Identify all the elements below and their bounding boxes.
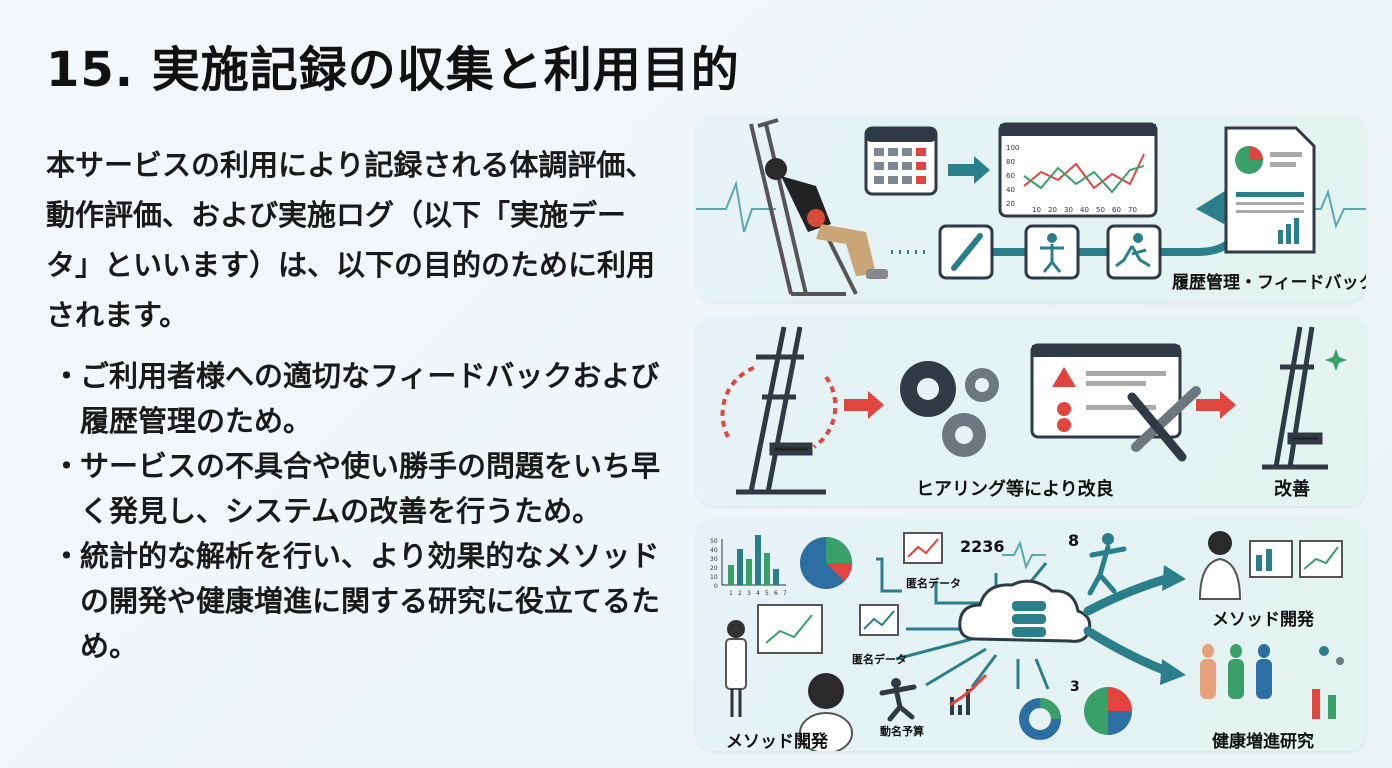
improvement-illustration: [720, 326, 1347, 495]
bullet-mark: ・: [52, 539, 82, 573]
motion-label: 動名予算: [880, 725, 924, 738]
bullet-mark: ・: [52, 449, 82, 483]
x-tick: 20: [1048, 206, 1057, 214]
anon-chart-icon: [859, 532, 943, 636]
growth-chart-icon: [949, 673, 988, 715]
heartbeat-line-icon: [696, 180, 776, 233]
x-tick: 3: [747, 590, 751, 597]
bar-y-ticks: 50 40 30 20 10 0: [710, 538, 718, 590]
x-tick: 50: [1096, 206, 1105, 214]
person-avatar-icon: [799, 673, 853, 751]
page-title: 15. 実施記録の収集と利用目的: [46, 42, 740, 98]
researcher-presenting-icon: [725, 604, 823, 717]
x-tick: 10: [1032, 206, 1041, 214]
database-cloud-icon: [958, 579, 1092, 643]
doctor-icon: [1198, 531, 1343, 600]
donut-chart-icon: [1019, 698, 1061, 740]
gears-icon: [900, 361, 999, 457]
x-tick: 6: [774, 590, 778, 597]
data-bottom-number: 3: [1070, 679, 1080, 695]
y-tick: 20: [710, 565, 718, 572]
improved-machine-icon: [1262, 326, 1328, 470]
pulse-line-icon: [1002, 540, 1046, 570]
bar-x-ticks: 1 2 3 4 5 6 7: [729, 590, 787, 597]
y-tick: 40: [710, 547, 718, 554]
y-tick: 100: [1006, 144, 1019, 152]
research-panel: 50 40 30 20 10 0 1 2 3 4 5 6 7: [696, 519, 1366, 751]
y-tick: 40: [1006, 186, 1015, 194]
chart-x-ticks: 10 20 30 40 50 60 70: [1032, 206, 1137, 214]
list-item: ・ご利用者様への適切なフィードバックおよび履歴管理のため。: [46, 354, 666, 444]
person-standing-icon: [1024, 224, 1080, 280]
data-count-number: 2236: [960, 537, 1005, 556]
anon-data-label: 匿名データ: [852, 653, 907, 666]
report-document-icon: [1224, 126, 1316, 254]
x-tick: 4: [756, 590, 760, 597]
y-tick: 0: [714, 583, 718, 590]
body-figures-icon: [1200, 644, 1272, 699]
bar-chart-icon: [721, 535, 786, 586]
improved-label: 改善: [1274, 479, 1310, 500]
arrow-right-icon: [1196, 391, 1236, 419]
heartbeat-line-icon: [1306, 188, 1366, 230]
rotate-arrow-icon: [720, 365, 757, 438]
y-tick: 20: [1006, 200, 1015, 208]
y-tick: 50: [710, 538, 718, 545]
arrow-right-icon: [1162, 565, 1186, 591]
x-tick: 5: [765, 590, 769, 597]
y-tick: 80: [1006, 158, 1015, 166]
wrench-icon: [1127, 386, 1201, 462]
improvement-panel: ヒアリング等により改良 改善: [696, 317, 1366, 506]
feedback-panel: 100 80 60 40 20 10 20 30 40 50 60 70: [696, 114, 1366, 302]
sparkle-icon: [1325, 349, 1347, 371]
y-tick: 30: [710, 556, 718, 563]
stickman-icon: [879, 678, 917, 722]
rotate-arrow-icon: [812, 375, 838, 449]
arrows-out: [1083, 574, 1171, 676]
method-dev-label-right: メソッド開発: [1212, 610, 1314, 630]
health-research-label: 健康増進研究: [1212, 732, 1314, 751]
list-item: ・統計的な解析を行い、より効果的なメソッドの開発や健康増進に関する研究に役立てる…: [46, 534, 666, 669]
x-tick: 70: [1128, 206, 1137, 214]
arrow-right-icon: [1160, 659, 1186, 685]
x-tick: 7: [783, 590, 787, 597]
x-tick: 2: [738, 590, 742, 597]
feedback-illustration: 100 80 60 40 20 10 20 30 40 50 60 70: [696, 118, 1366, 296]
x-tick: 1: [729, 590, 733, 597]
arrow-right-icon: [948, 156, 990, 184]
jumping-person-icon: [1087, 533, 1127, 596]
y-tick: 60: [1006, 172, 1015, 180]
feedback-label: 履歴管理・フィードバック: [1172, 273, 1366, 293]
arrow-right-icon: [844, 391, 884, 419]
data-small-number: 8: [1068, 531, 1080, 550]
purpose-list: ・ご利用者様への適切なフィードバックおよび履歴管理のため。 ・サービスの不具合や…: [46, 354, 666, 669]
research-illustration: 50 40 30 20 10 0 1 2 3 4 5 6 7: [710, 531, 1344, 751]
anon-data-label: 匿名データ: [906, 577, 961, 590]
intro-paragraph: 本サービスの利用により記録される体調評価、動作評価、および実施ログ（以下「実施デ…: [46, 148, 656, 332]
x-tick: 30: [1064, 206, 1073, 214]
runner-icon: [1106, 224, 1162, 280]
chart-y-ticks: 100 80 60 40 20: [1006, 144, 1019, 208]
y-tick: 10: [710, 574, 718, 581]
bullet-text: サービスの不具合や使い勝手の問題をいち早く発見し、システムの改善を行うため。: [80, 449, 661, 528]
list-item: ・サービスの不具合や使い勝手の問題をいち早く発見し、システムの改善を行うため。: [46, 444, 666, 534]
x-tick: 40: [1080, 206, 1089, 214]
machine-frame-icon: [736, 326, 826, 495]
exercise-machine-icon: [749, 118, 858, 296]
lab-flasks-icon: [1312, 646, 1344, 719]
thermometer-icon: [938, 224, 994, 280]
method-dev-label-left: メソッド開発: [726, 732, 828, 751]
bullet-text: ご利用者様への適切なフィードバックおよび履歴管理のため。: [80, 359, 660, 438]
x-tick: 60: [1112, 206, 1121, 214]
improvement-label: ヒアリング等により改良: [916, 479, 1114, 500]
bullet-mark: ・: [52, 359, 82, 393]
bullet-text: 統計的な解析を行い、より効果的なメソッドの開発や健康増進に関する研究に役立てるた…: [80, 539, 661, 663]
line-chart-window-icon: [998, 122, 1158, 218]
pie-chart-small-icon: [1084, 687, 1132, 735]
person-stretching-icon: [765, 158, 888, 279]
calendar-icon: [864, 126, 938, 196]
pie-chart-icon: [800, 537, 852, 589]
